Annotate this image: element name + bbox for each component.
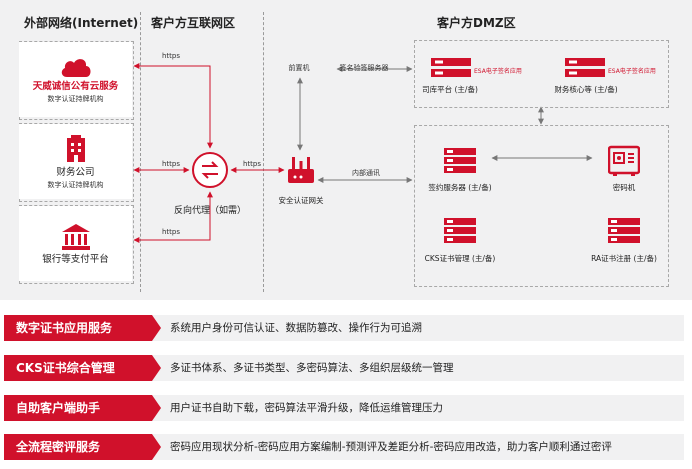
internal-comm-label: 内部通讯 [352, 169, 380, 177]
exchange-arrows-icon [201, 161, 219, 179]
server-stack-icon[interactable] [444, 147, 476, 175]
feature-desc: 系统用户身份可信认证、数据防篡改、操作行为可追溯 [170, 322, 422, 334]
external-card-cloud[interactable]: 天威诚信公有云服务 数字认证持牌机构 [19, 42, 132, 117]
feature-row: 自助客户端助手 用户证书自助下载，密码算法平滑升级，降低运维管理压力 [4, 395, 684, 421]
feature-tag: 自助客户端助手 [4, 395, 152, 421]
external-card-finance[interactable]: 财务公司 数字认证持牌机构 [19, 124, 132, 199]
architecture-panel: 外部网络(Internet) 客户方互联网区 客户方DMZ区 [0, 0, 692, 300]
https-label-middle: https [162, 160, 181, 168]
dmz-service-box [414, 125, 669, 287]
feature-desc: 多证书体系、多证书类型、多密码算法、多组织层级统一管理 [170, 362, 454, 374]
feature-tag: 全流程密评服务 [4, 434, 152, 460]
connection-lines [133, 63, 593, 243]
column-title-dmz: 客户方DMZ区 [437, 16, 516, 30]
finance-core-label: 财务核心等 (主/备) [554, 85, 618, 94]
server-icon[interactable] [431, 57, 471, 79]
front-machine-label: 前置机 [288, 64, 310, 72]
feature-tag: CKS证书综合管理 [4, 355, 152, 381]
bank-icon [61, 223, 90, 250]
external-title: 天威诚信公有云服务 [32, 80, 119, 92]
https-label-bottom: https [162, 228, 181, 236]
external-title: 财务公司 [56, 166, 95, 178]
external-title: 银行等支付平台 [42, 253, 109, 265]
feature-row: 数字证书应用服务 系统用户身份可信认证、数据防篡改、操作行为可追溯 [4, 315, 684, 341]
cloud-icon [61, 58, 90, 77]
treasury-label: 司库平台 (主/备) [422, 85, 478, 94]
feature-tag-arrow [152, 395, 161, 421]
signing-server-label: 签约服务器 (主/备) [428, 183, 492, 192]
feature-tag-arrow [152, 434, 161, 460]
reverse-proxy-label: 反向代理（如需） [173, 206, 247, 216]
feature-desc: 密码应用现状分析-密码应用方案编制-预测评及差距分析-密码应用改造，助力客户顺利… [170, 441, 612, 453]
ra-label: RA证书注册 (主/备) [591, 254, 657, 263]
building-icon [66, 134, 85, 162]
https-label-gateway: https [243, 160, 262, 168]
router-icon[interactable] [285, 153, 317, 187]
feature-row: CKS证书综合管理 多证书体系、多证书类型、多密码算法、多组织层级统一管理 [4, 355, 684, 381]
safe-icon[interactable] [608, 145, 640, 177]
feature-desc: 用户证书自助下载，密码算法平滑升级，降低运维管理压力 [170, 402, 443, 414]
dmz-app-box [414, 40, 669, 108]
external-card-bank[interactable]: 银行等支付平台 [19, 206, 132, 281]
cipher-machine-label: 密码机 [612, 183, 636, 192]
feature-tag-arrow [152, 315, 161, 341]
esa-app-label: ESA电子签名应用 [608, 68, 656, 75]
feature-tag: 数字证书应用服务 [4, 315, 152, 341]
verify-server-label: 签名验签服务器 [339, 64, 389, 72]
server-icon[interactable] [565, 57, 605, 79]
server-stack-icon[interactable] [608, 217, 640, 245]
cks-label: CKS证书管理 (主/备) [424, 254, 496, 263]
external-subtitle: 数字认证持牌机构 [47, 94, 104, 103]
column-title-intranet: 客户方互联网区 [151, 16, 236, 30]
external-subtitle: 数字认证持牌机构 [47, 180, 104, 189]
esa-app-label: ESA电子签名应用 [474, 68, 522, 75]
gateway-label: 安全认证网关 [278, 196, 324, 205]
column-title-internet: 外部网络(Internet) [24, 16, 139, 30]
zone-divider-2 [263, 12, 264, 292]
feature-tag-arrow [152, 355, 161, 381]
https-label-top: https [162, 52, 181, 60]
server-stack-icon[interactable] [444, 217, 476, 245]
zone-divider-1 [140, 12, 141, 292]
reverse-proxy-node[interactable] [192, 152, 228, 188]
feature-row: 全流程密评服务 密码应用现状分析-密码应用方案编制-预测评及差距分析-密码应用改… [4, 434, 684, 460]
